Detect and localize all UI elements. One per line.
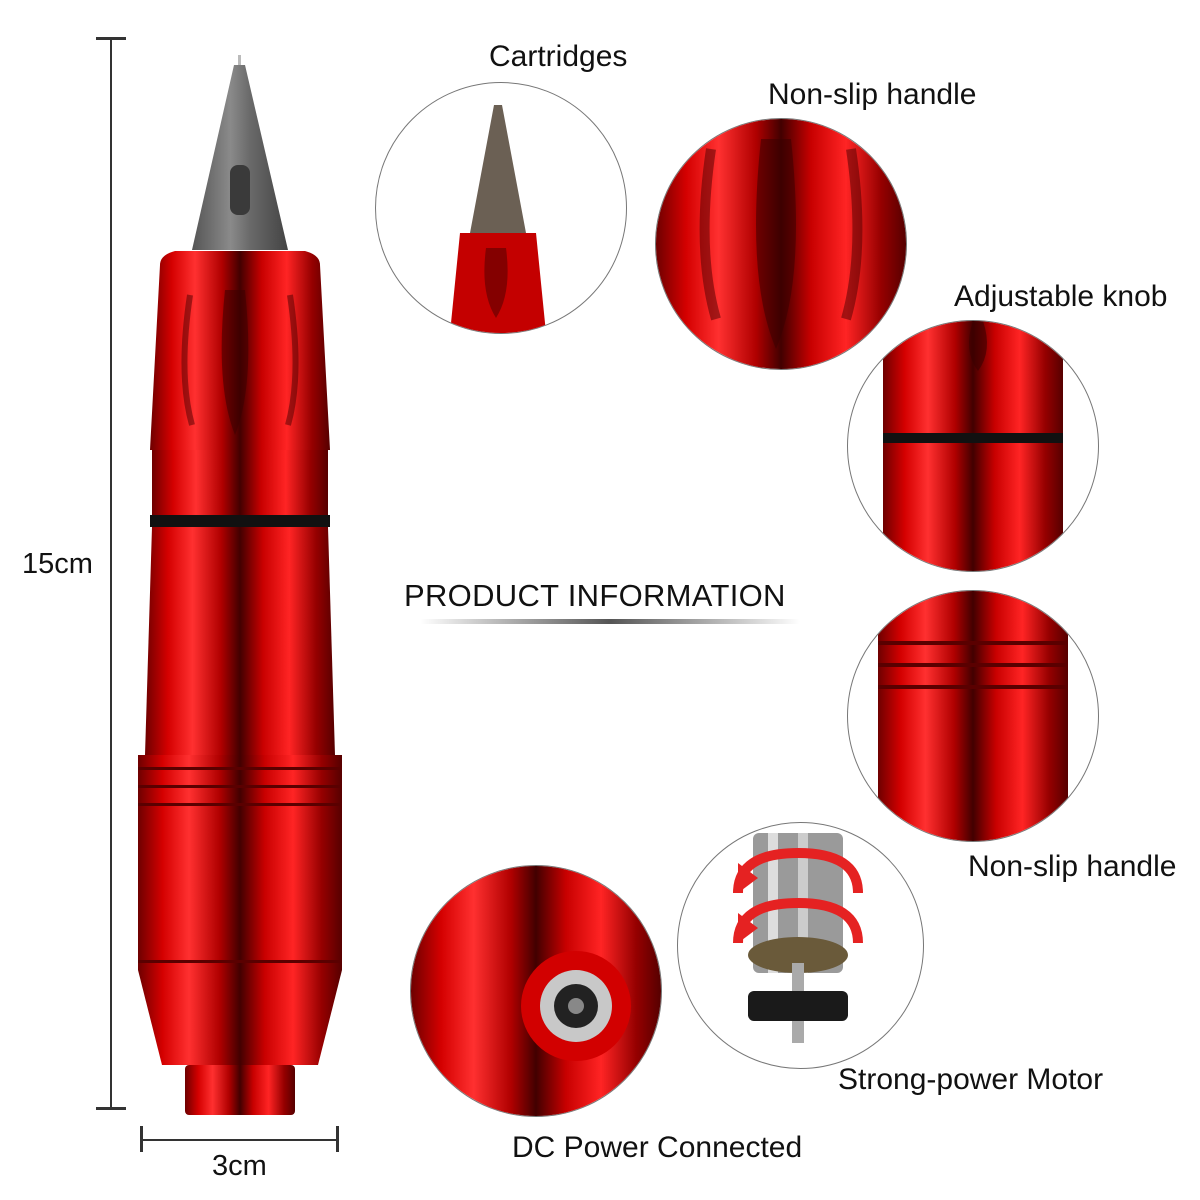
cartridges-closeup-image (375, 82, 627, 334)
width-label: 3cm (212, 1150, 267, 1182)
height-label: 15cm (22, 548, 93, 580)
adjustable-knob-closeup-image (847, 320, 1099, 572)
tattoo-pen-product (130, 55, 350, 1120)
dc-jack-closeup-icon (411, 866, 661, 1116)
callout-label-cartridges: Cartridges (489, 40, 628, 73)
cartridge-closeup-icon (450, 105, 546, 333)
height-dimension-cap-top (96, 37, 126, 40)
width-dimension-line (140, 1139, 338, 1141)
knob-closeup-icon (883, 321, 1063, 571)
callout-label-strong-power-motor: Strong-power Motor (838, 1063, 1104, 1096)
width-dimension-cap-right (336, 1126, 339, 1152)
callout-label-adjustable-knob: Adjustable knob (954, 280, 1168, 313)
tattoo-pen-illustration (138, 55, 342, 1115)
callout-label-non-slip-handle-bottom: Non-slip handle (968, 850, 1177, 883)
non-slip-handle-closeup-image (655, 118, 907, 370)
product-information-heading: PRODUCT INFORMATION (404, 578, 786, 613)
grip-closeup-icon (656, 119, 906, 369)
ribbed-handle-closeup-icon (878, 591, 1068, 841)
callout-label-non-slip-handle-top: Non-slip handle (768, 78, 977, 111)
motor-closeup-image (677, 822, 924, 1069)
motor-closeup-icon (733, 833, 863, 1043)
dc-power-closeup-image (410, 865, 662, 1117)
heading-underline (420, 619, 800, 624)
ribbed-handle-closeup-image (847, 590, 1099, 842)
width-dimension-cap-left (140, 1126, 143, 1152)
callout-label-dc-power-connected: DC Power Connected (512, 1131, 803, 1164)
height-dimension-line (110, 38, 112, 1110)
height-dimension-cap-bottom (96, 1107, 126, 1110)
